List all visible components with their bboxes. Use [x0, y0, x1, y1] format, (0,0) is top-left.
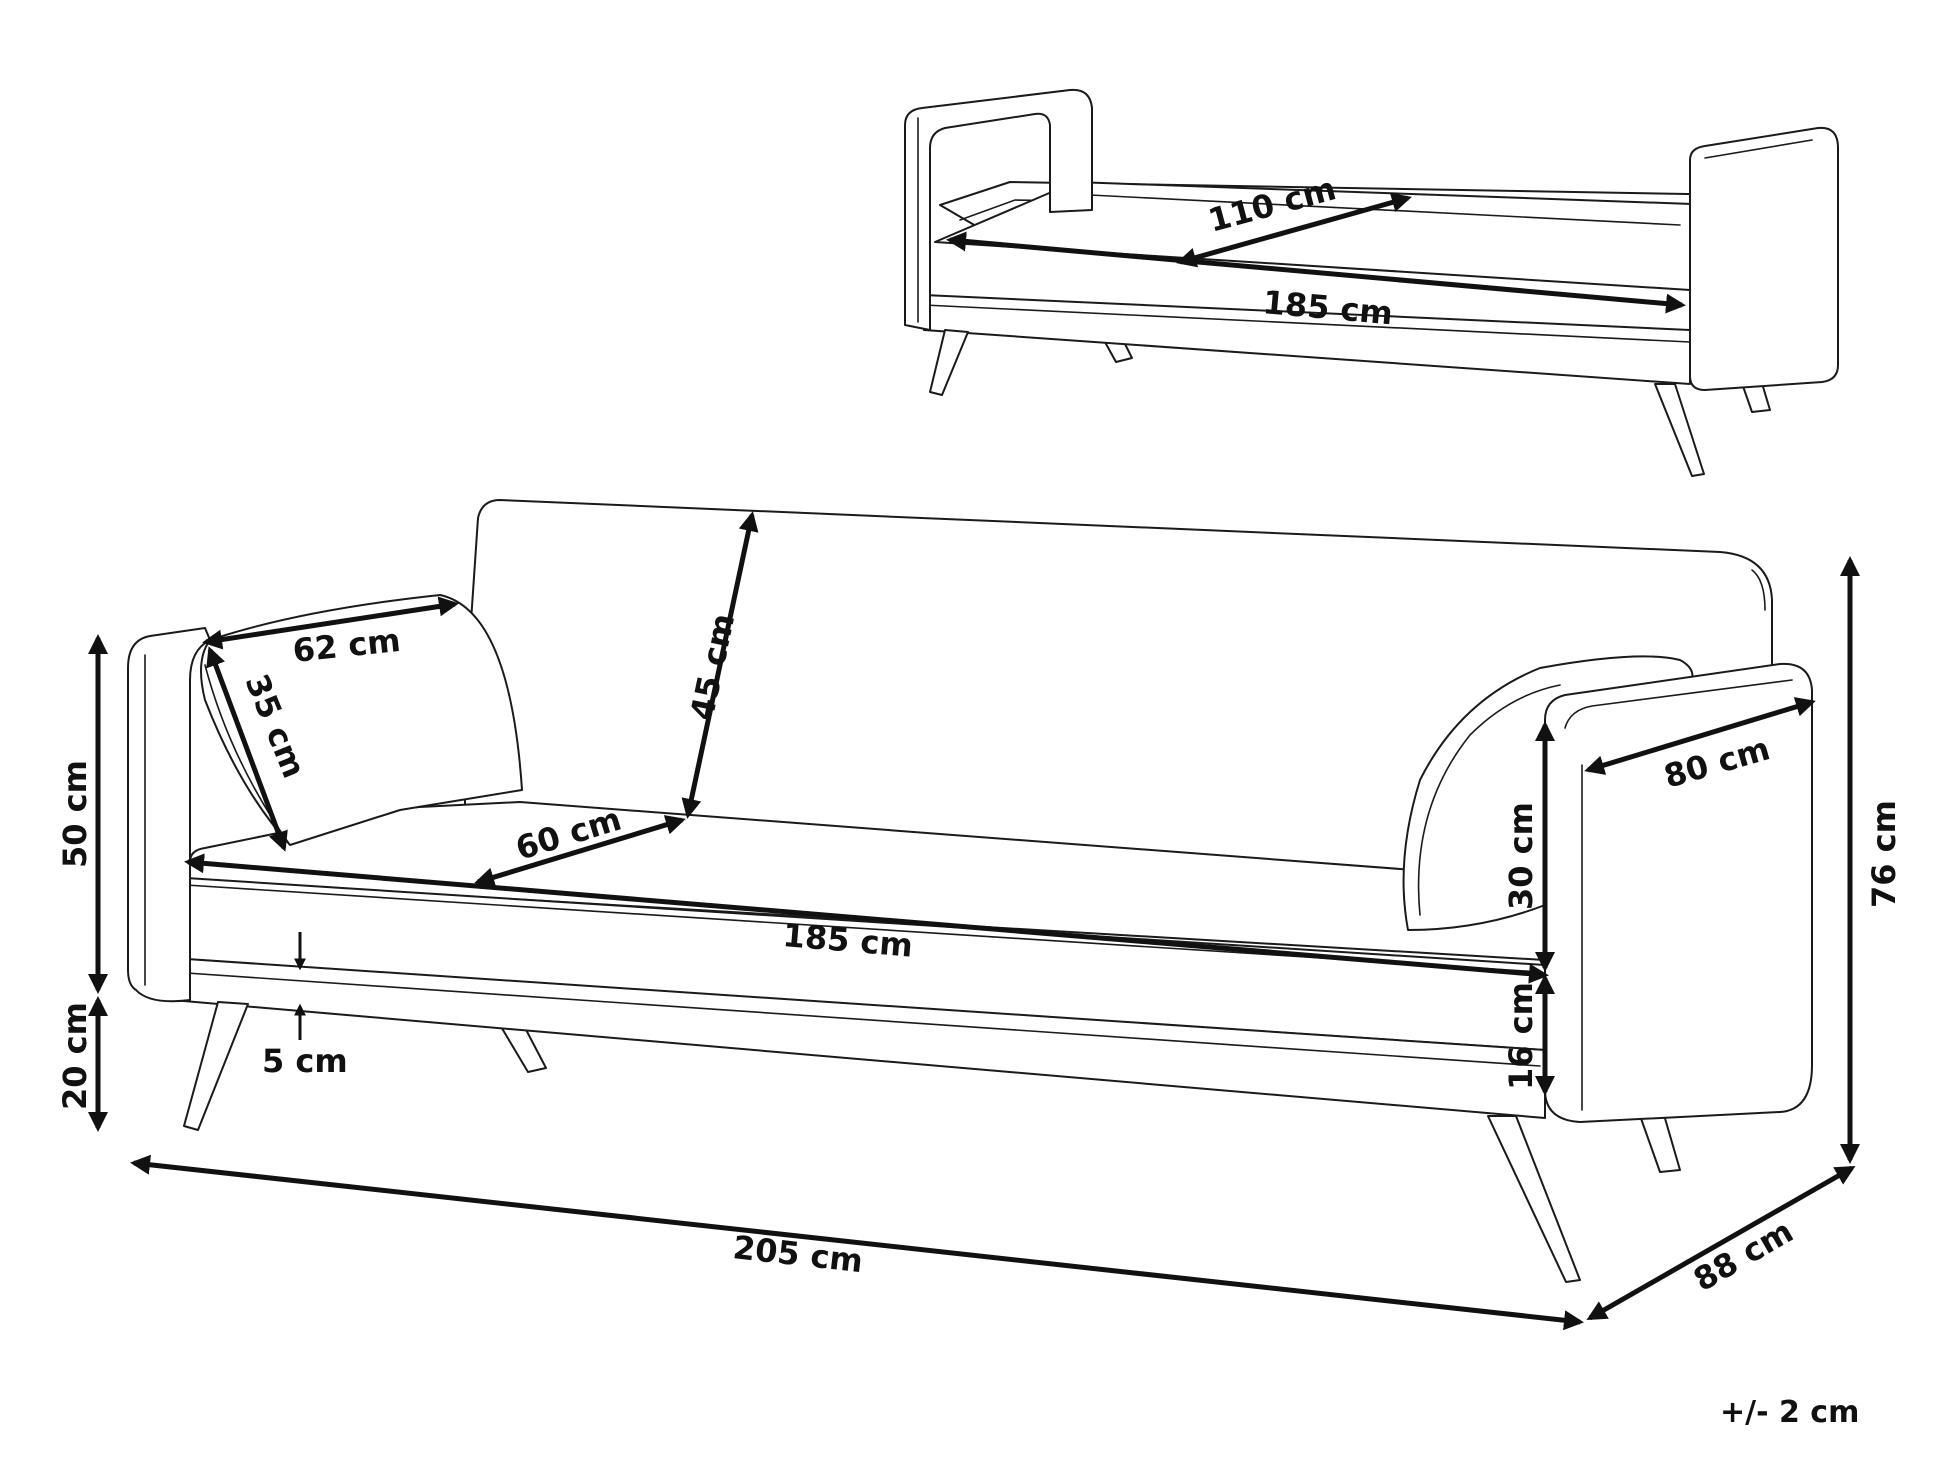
tolerance-note: +/- 2 cm [1720, 1395, 1859, 1430]
total-depth-dimension: 88 cm [1586, 1165, 1856, 1321]
seat-base-height-dimension: 16 cm [1502, 974, 1555, 1096]
base-thickness-dimension: 5 cm [262, 932, 348, 1080]
upper-height-label: 50 cm [56, 760, 94, 868]
armrest-height-label: 30 cm [1502, 802, 1540, 910]
total-width-label: 205 cm [731, 1228, 865, 1280]
sofa-front-leg-right [1487, 1115, 1581, 1283]
upper-height-dimension: 50 cm [56, 634, 108, 994]
bed-left-armrest [904, 88, 1093, 331]
total-height-dimension: 76 cm [1840, 556, 1903, 1164]
leg-height-label: 20 cm [56, 1002, 94, 1110]
bed-front-leg-left [929, 329, 969, 396]
total-width-dimension: 205 cm [130, 1154, 1584, 1331]
base-thickness-label: 5 cm [262, 1042, 348, 1080]
bed-front-leg-right [1654, 383, 1705, 477]
seat-width-dimension: 185 cm [184, 853, 1549, 984]
total-height-label: 76 cm [1865, 800, 1903, 908]
seat-base-height-label: 16 cm [1502, 982, 1540, 1090]
total-depth-label: 88 cm [1687, 1212, 1800, 1299]
sofa-right-armrest [1544, 662, 1813, 1123]
leg-height-dimension: 20 cm [56, 996, 108, 1132]
sofa-front-leg-left [183, 1001, 249, 1131]
bed-right-armrest [1689, 126, 1839, 391]
armrest-height-dimension: 30 cm [1502, 721, 1555, 972]
bed-view-drawing [904, 88, 1839, 477]
